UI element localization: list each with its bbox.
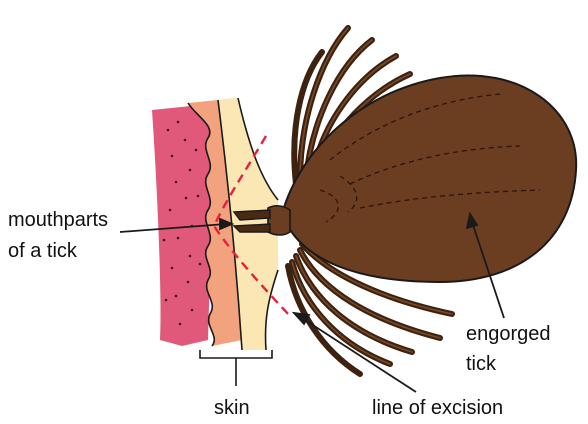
tick-capitulum xyxy=(268,206,290,235)
skin-bracket xyxy=(200,350,272,386)
excision-label: line of excision xyxy=(372,397,503,419)
engorged-tick-label: engorged xyxy=(466,323,551,345)
mouthparts-label: mouthparts xyxy=(8,209,108,231)
mouthparts-label-line2: of a tick xyxy=(8,240,78,262)
engorged-tick-label-line2: tick xyxy=(466,353,497,375)
skin-label: skin xyxy=(214,397,250,419)
engorged-tick-body xyxy=(234,75,576,282)
